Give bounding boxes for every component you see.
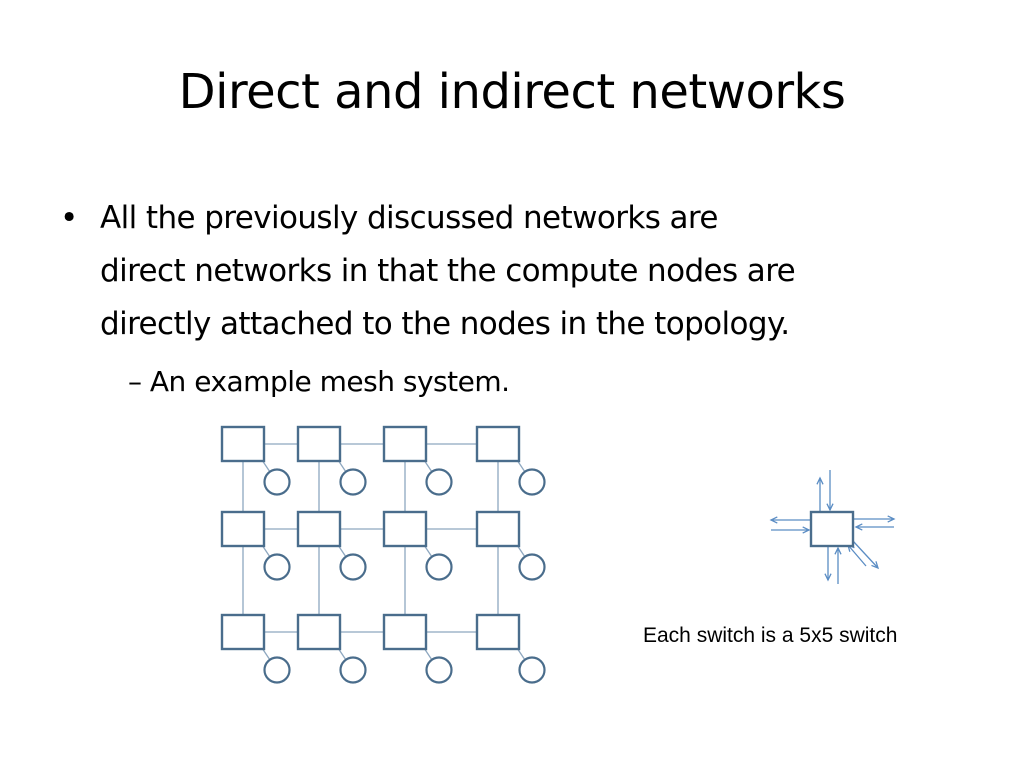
- compute-node: [339, 553, 367, 581]
- sub-bullet-item: – An example mesh system.: [128, 362, 510, 402]
- compute-node: [518, 468, 546, 496]
- mesh-switch: [382, 425, 428, 463]
- mesh-switch: [296, 425, 342, 463]
- bullet-dot: •: [60, 200, 78, 236]
- port-arrow-in-bottom-head: [834, 546, 842, 555]
- mesh-switch: [296, 613, 342, 651]
- mesh-switch: [475, 613, 521, 651]
- detail-switch: [809, 510, 855, 548]
- port-arrow-out-left-head: [769, 516, 778, 524]
- port-arrow-out-diagonal-head: [871, 561, 880, 570]
- mesh-switch: [296, 510, 342, 548]
- compute-node: [339, 656, 367, 684]
- compute-node: [518, 656, 546, 684]
- port-arrow-out-diagonal: [852, 540, 879, 569]
- compute-node: [263, 468, 291, 496]
- slide-title: Direct and indirect networks: [178, 64, 846, 120]
- mesh-switch: [382, 510, 428, 548]
- bullet-line-2: direct networks in that the compute node…: [100, 253, 796, 289]
- compute-node: [425, 468, 453, 496]
- mesh-switch: [382, 613, 428, 651]
- compute-node: [518, 553, 546, 581]
- port-arrow-out-right-head: [887, 515, 896, 523]
- port-arrow-out-top-head: [816, 476, 824, 485]
- mesh-switch: [220, 613, 266, 651]
- mesh-switch: [220, 510, 266, 548]
- compute-node: [339, 468, 367, 496]
- compute-node: [425, 553, 453, 581]
- port-arrow-in-left-head: [802, 526, 811, 534]
- mesh-switch: [220, 425, 266, 463]
- switch-caption: Each switch is a 5x5 switch: [643, 624, 898, 647]
- sub-bullet-text: An example mesh system.: [149, 365, 510, 398]
- mesh-switch: [475, 425, 521, 463]
- sub-bullet-dash: –: [128, 365, 142, 398]
- mesh-switch: [475, 510, 521, 548]
- bullet-line-1: All the previously discussed networks ar…: [100, 200, 718, 236]
- compute-node: [425, 656, 453, 684]
- bullet-line-3: directly attached to the nodes in the to…: [100, 306, 790, 342]
- port-arrow-out-bottom-head: [824, 573, 832, 582]
- bullet-text: All the previously discussed networks ar…: [100, 192, 980, 351]
- port-arrow-in-diagonal: [847, 544, 867, 567]
- port-arrow-in-top-head: [826, 503, 834, 512]
- port-arrow-in-right-head: [854, 523, 863, 531]
- compute-node: [263, 553, 291, 581]
- compute-node: [263, 656, 291, 684]
